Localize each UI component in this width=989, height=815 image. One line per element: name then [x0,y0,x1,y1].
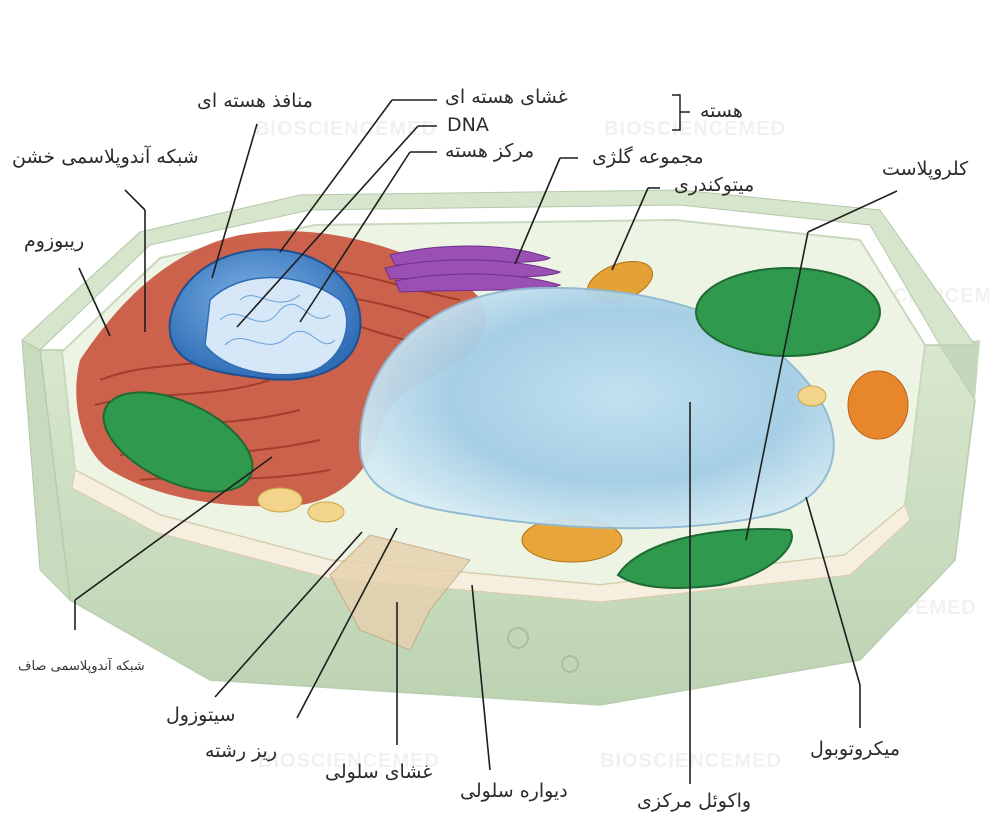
label-dna: DNA [447,116,489,135]
nucleus-bracket [672,95,690,130]
mitochondrion [848,371,908,439]
label-ribosome: ریبوزوم [24,232,84,251]
golgi [385,246,560,292]
label-nuclear-pores: منافذ هسته ای [197,92,313,111]
label-nuclear-envelope: غشای هسته ای [445,88,568,107]
chloroplast [696,268,880,356]
label-rough-er: شبکه آندوپلاسمی خشن [12,148,199,167]
label-golgi: مجموعه گلژی [592,148,704,167]
label-central-vacuole: واکوئل مرکزی [637,792,751,811]
label-microtubule: میکروتوبول [810,740,900,759]
label-nucleus: هسته [700,102,743,121]
label-microfilament: ریز رشته [205,742,277,761]
label-cell-membrane: غشای سلولی [325,763,432,782]
label-chloroplast: کلروپلاست [882,160,968,179]
label-nucleolus: مرکز هسته [445,142,534,161]
label-smooth-er: شبکه آندوپلاسمی صاف [18,660,145,673]
label-cytosol: سیتوزول [166,706,235,725]
label-mitochondria: میتوکندری [674,176,754,195]
label-cell-wall: دیواره سلولی [460,782,568,801]
nucleus-cutaway [205,278,347,375]
